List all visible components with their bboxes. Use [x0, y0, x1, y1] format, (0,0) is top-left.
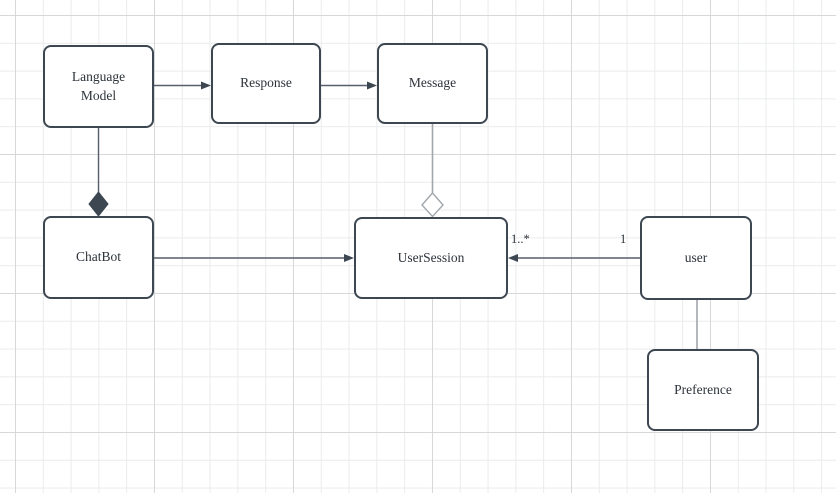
- arrowhead-right-icon: [344, 254, 354, 262]
- node-response[interactable]: Response: [211, 43, 321, 124]
- node-message[interactable]: Message: [377, 43, 488, 124]
- node-label: Message: [408, 75, 457, 91]
- node-preference[interactable]: Preference: [647, 349, 759, 431]
- node-usersession[interactable]: UserSession: [354, 217, 508, 299]
- node-language-model[interactable]: Language Model: [43, 45, 154, 128]
- node-label: Preference: [674, 381, 732, 397]
- node-label: Language Model: [71, 69, 126, 103]
- multiplicity-label-many: 1..*: [511, 232, 530, 246]
- node-label: ChatBot: [75, 249, 121, 265]
- edge-language-model-to-response[interactable]: [154, 81, 211, 90]
- node-label: Response: [240, 75, 292, 91]
- node-chatbot[interactable]: ChatBot: [43, 216, 154, 299]
- edge-message-to-usersession-aggregation[interactable]: [421, 124, 444, 218]
- edge-user-to-usersession[interactable]: [508, 254, 640, 262]
- edge-language-model-to-chatbot-composition[interactable]: [88, 128, 109, 217]
- arrowhead-left-icon: [508, 254, 518, 262]
- node-label: user: [684, 249, 708, 265]
- multiplicity-label-one: 1: [620, 232, 627, 246]
- aggregation-diamond-icon: [421, 191, 444, 218]
- arrowhead-right-icon: [201, 81, 211, 90]
- edge-response-to-message[interactable]: [321, 81, 377, 90]
- node-label: UserSession: [397, 249, 465, 265]
- node-user[interactable]: user: [640, 216, 752, 300]
- edge-chatbot-to-usersession[interactable]: [154, 254, 354, 262]
- arrowhead-right-icon: [367, 81, 377, 90]
- composition-diamond-icon: [88, 191, 109, 217]
